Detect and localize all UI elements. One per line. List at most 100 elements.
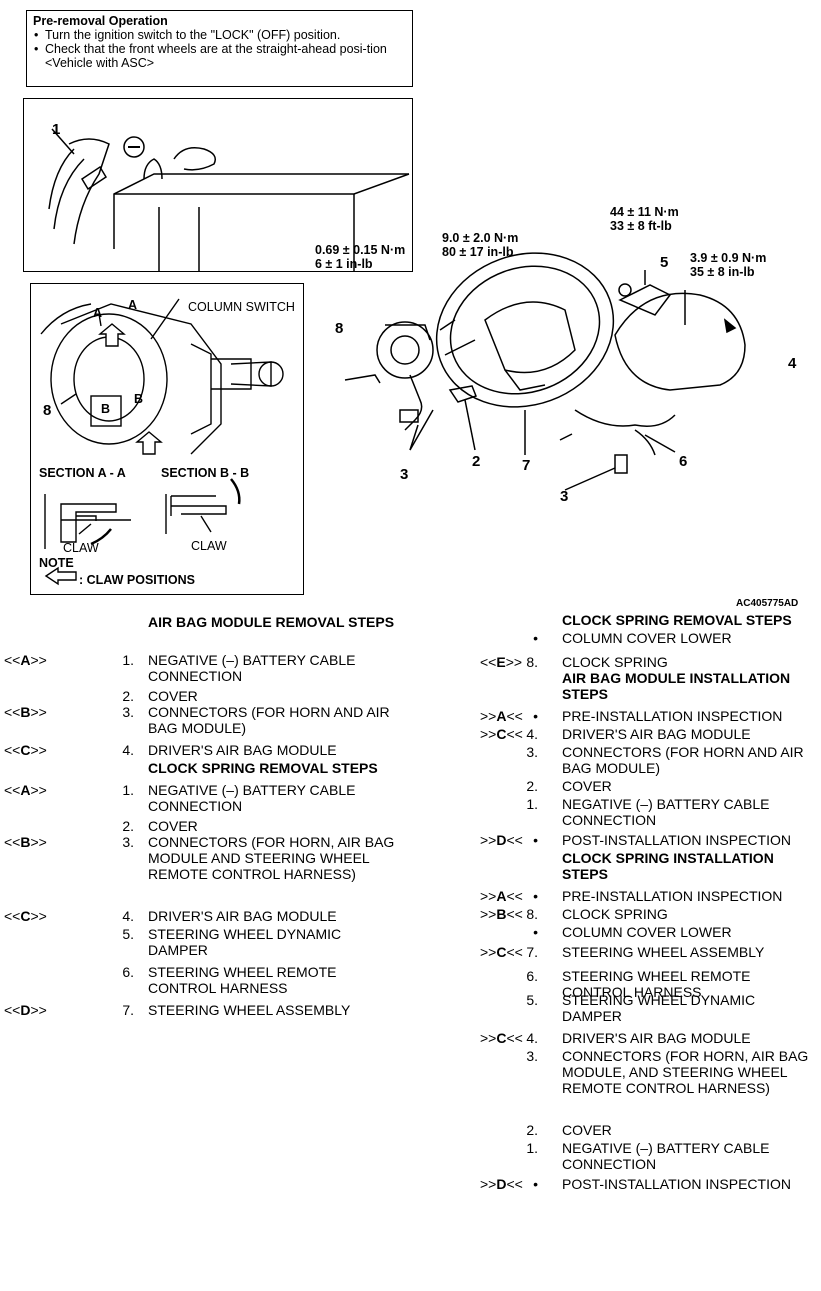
step-text: DRIVER'S AIR BAG MODULE xyxy=(562,1030,751,1046)
step-code: <<E>> xyxy=(480,654,522,670)
letter-a-top: A xyxy=(128,298,138,312)
step-section-heading: AIR BAG MODULE INSTALLATION STEPS xyxy=(562,670,791,702)
step-code: >>C<< xyxy=(480,726,523,742)
step-code-pre: << xyxy=(4,834,21,850)
step-code-post: >> xyxy=(30,742,47,758)
torque-2-line2: 80 ± 17 in-lb xyxy=(442,245,514,259)
step-code-pre: << xyxy=(4,1002,21,1018)
step-code-post: << xyxy=(506,1030,523,1046)
step-section-heading: CLOCK SPRING INSTALLATION STEPS xyxy=(562,850,774,882)
torque-3-line2: 33 ± 8 ft-lb xyxy=(610,219,672,233)
step-text: NEGATIVE (–) BATTERY CABLE CONNECTION xyxy=(148,652,356,684)
step-text: DRIVER'S AIR BAG MODULE xyxy=(148,908,337,924)
step-code-pre: >> xyxy=(480,906,497,922)
step-index: 1. xyxy=(526,1140,538,1156)
step-text: COLUMN COVER LOWER xyxy=(562,630,732,646)
step-code: <<A>> xyxy=(4,782,47,798)
letter-a-left: A xyxy=(93,306,103,320)
step-text: STEERING WHEEL REMOTE CONTROL HARNESS xyxy=(562,968,751,1000)
step-text: STEERING WHEEL ASSEMBLY xyxy=(562,944,765,960)
pre-removal-item: Check that the front wheels are at the s… xyxy=(34,42,406,70)
step-index: 8. xyxy=(526,654,538,670)
torque-4-line2: 35 ± 8 in-lb xyxy=(690,265,755,279)
steering-wheel-exploded-view xyxy=(344,252,746,491)
section-bb-label: SECTION B - B xyxy=(161,466,250,480)
step-text: CONNECTORS (FOR HORN, AIR BAG MODULE AND… xyxy=(148,834,395,882)
step-text: NEGATIVE (–) BATTERY CABLE CONNECTION xyxy=(562,796,770,828)
step-text: COVER xyxy=(562,1122,612,1138)
step-code-pre: << xyxy=(4,782,21,798)
step-index: 6. xyxy=(122,964,134,980)
step-text: COLUMN COVER LOWER xyxy=(562,924,732,940)
torque-spec-1: 0.69 ± 0.15 N·m 6 ± 1 in-lb xyxy=(315,243,405,271)
step-text: COVER xyxy=(562,778,612,794)
step-code-post: >> xyxy=(30,834,47,850)
pre-removal-box: Pre-removal Operation Turn the ignition … xyxy=(26,10,413,87)
step-text: STEERING WHEEL DYNAMIC DAMPER xyxy=(562,992,756,1024)
torque-1-line1: 0.69 ± 0.15 N·m xyxy=(315,243,406,257)
step-code-letter: C xyxy=(496,944,507,960)
step-index: 2. xyxy=(122,818,134,834)
step-code-pre: >> xyxy=(480,1030,497,1046)
step-code-letter: C xyxy=(20,908,31,924)
callout-5: 5 xyxy=(660,254,669,271)
claw-label-2: CLAW xyxy=(191,539,227,553)
step-code-pre: << xyxy=(4,652,21,668)
step-index: 4. xyxy=(122,908,134,924)
note-label: NOTE xyxy=(39,556,74,570)
callout-8: 8 xyxy=(335,320,344,337)
step-text: PRE-INSTALLATION INSPECTION xyxy=(562,888,783,904)
step-text: NEGATIVE (–) BATTERY CABLE CONNECTION xyxy=(562,1140,770,1172)
step-code-letter: C xyxy=(496,726,507,742)
step-text: CONNECTORS (FOR HORN, AIR BAG MODULE, AN… xyxy=(562,1048,809,1096)
step-code: >>C<< xyxy=(480,1030,523,1046)
step-code: <<C>> xyxy=(4,908,47,924)
step-code-letter: C xyxy=(20,742,31,758)
callout-7: 7 xyxy=(522,457,531,474)
step-index: 3. xyxy=(122,834,134,850)
callout-3-a: 3 xyxy=(400,466,409,483)
battery-illustration xyxy=(48,128,410,271)
left-steps-list: AIR BAG MODULE REMOVAL STEPS<<A>>1.NEGAT… xyxy=(0,614,400,1034)
step-code: <<B>> xyxy=(4,834,47,850)
step-index: 3. xyxy=(526,744,538,760)
step-code-letter: B xyxy=(20,834,31,850)
step-index: • xyxy=(533,888,538,904)
pre-removal-heading: Pre-removal Operation xyxy=(33,14,168,28)
step-text: STEERING WHEEL REMOTE CONTROL HARNESS xyxy=(148,964,337,996)
step-index: 4. xyxy=(122,742,134,758)
step-code-letter: A xyxy=(20,652,31,668)
step-text: CLOCK SPRING xyxy=(562,654,668,670)
step-code-post: >> xyxy=(30,782,47,798)
step-index: 5. xyxy=(526,992,538,1008)
step-code-post: >> xyxy=(30,652,47,668)
step-text: NEGATIVE (–) BATTERY CABLE CONNECTION xyxy=(148,782,356,814)
step-index: • xyxy=(533,708,538,724)
torque-spec-3: 44 ± 11 N·m 33 ± 8 ft-lb xyxy=(610,205,679,233)
step-index: 1. xyxy=(122,652,134,668)
step-text: COVER xyxy=(148,688,198,704)
step-index: 7. xyxy=(526,944,538,960)
step-text: CONNECTORS (FOR HORN AND AIR BAG MODULE) xyxy=(562,744,804,776)
step-code-letter: B xyxy=(20,704,31,720)
step-code-post: << xyxy=(506,888,523,904)
step-code-post: << xyxy=(506,832,523,848)
step-code-letter: D xyxy=(496,832,507,848)
step-code-letter: A xyxy=(496,888,507,904)
step-code-pre: >> xyxy=(480,944,497,960)
step-code-pre: >> xyxy=(480,726,497,742)
claw-positions-label: : CLAW POSITIONS xyxy=(79,573,195,587)
step-code-letter: E xyxy=(496,654,506,670)
torque-spec-4: 3.9 ± 0.9 N·m 35 ± 8 in-lb xyxy=(690,251,766,279)
step-text: POST-INSTALLATION INSPECTION xyxy=(562,832,791,848)
step-index: 4. xyxy=(526,726,538,742)
torque-4-line1: 3.9 ± 0.9 N·m xyxy=(690,251,767,265)
step-code-post: << xyxy=(506,708,523,724)
step-section-heading: CLOCK SPRING REMOVAL STEPS xyxy=(562,612,792,628)
step-code-letter: A xyxy=(20,782,31,798)
battery-figure: 1 xyxy=(23,98,413,272)
step-code-pre: << xyxy=(480,654,497,670)
pre-removal-item: Turn the ignition switch to the "LOCK" (… xyxy=(34,28,406,42)
step-code: <<A>> xyxy=(4,652,47,668)
step-code: >>A<< xyxy=(480,888,523,904)
